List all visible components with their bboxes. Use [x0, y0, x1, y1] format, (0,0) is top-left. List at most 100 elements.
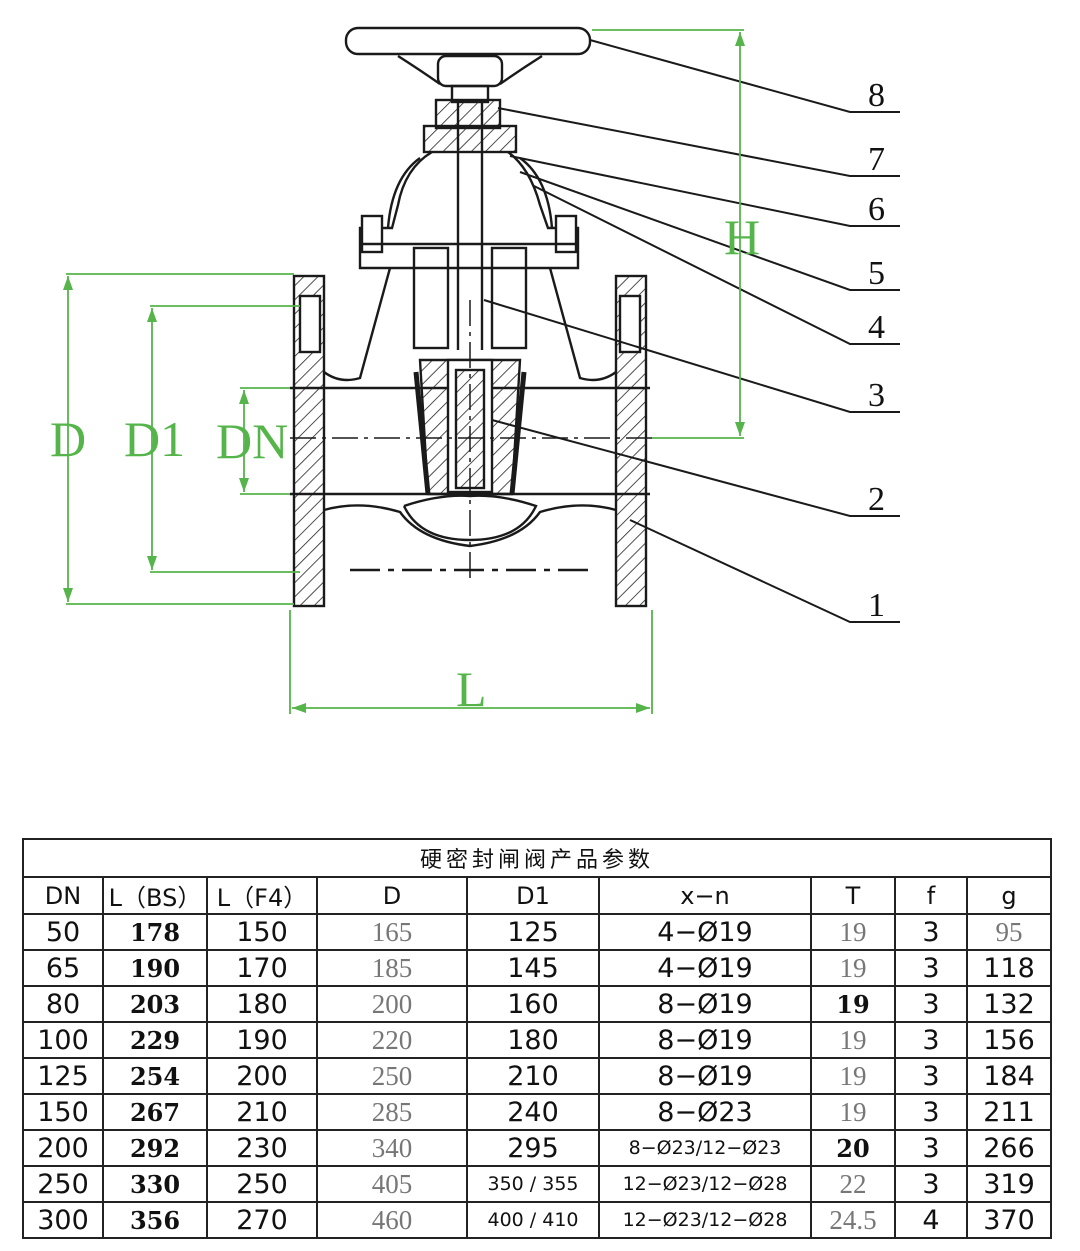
cell-l-bs: 203 — [102, 985, 208, 1023]
cell-g: 184 — [965, 1057, 1053, 1095]
table-row: 65 190 170 185 145 4−Ø19 19 3 118 — [22, 949, 1053, 987]
table-row: 250 330 250 405 350 / 355 12−Ø23/12−Ø28 … — [22, 1165, 1053, 1203]
cell-l-bs: 356 — [102, 1201, 208, 1239]
cell-t: 19 — [810, 913, 896, 951]
cell-g: 266 — [965, 1129, 1053, 1167]
cell-l-f4: 270 — [206, 1201, 318, 1239]
cell-l-f4: 210 — [206, 1093, 318, 1131]
cell-t: 19 — [810, 1093, 896, 1131]
part-number-4: 4 — [868, 309, 885, 346]
dimension-labels: D D1 DN H L — [50, 209, 760, 717]
cell-t: 19 — [810, 1057, 896, 1095]
dimension-lines — [66, 29, 744, 714]
cell-d: 340 — [316, 1129, 468, 1167]
header-x-n: x−n — [598, 876, 812, 915]
cell-d1: 240 — [466, 1093, 600, 1131]
cell-f: 3 — [894, 1021, 968, 1059]
table-row: 150 267 210 285 240 8−Ø23 19 3 211 — [22, 1093, 1053, 1131]
cell-dn: 65 — [22, 949, 104, 987]
cell-x-n: 8−Ø19 — [598, 985, 812, 1023]
header-l-f4: L（F4） — [206, 876, 318, 915]
cell-l-f4: 250 — [206, 1165, 318, 1203]
part-number-6: 6 — [868, 191, 885, 228]
cell-l-f4: 180 — [206, 985, 318, 1023]
cell-l-f4: 190 — [206, 1021, 318, 1059]
cell-x-n: 12−Ø23/12−Ø28 — [598, 1201, 812, 1239]
cell-x-n: 8−Ø23 — [598, 1093, 812, 1131]
header-dn: DN — [22, 876, 104, 915]
cell-l-bs: 178 — [102, 913, 208, 951]
center-lines — [290, 300, 652, 578]
cell-dn: 200 — [22, 1129, 104, 1167]
cell-g: 319 — [965, 1165, 1053, 1203]
cell-g: 132 — [965, 985, 1053, 1023]
part-number-2: 2 — [868, 481, 885, 518]
cell-l-bs: 267 — [102, 1093, 208, 1131]
header-d1: D1 — [466, 876, 600, 915]
cell-x-n: 8−Ø23/12−Ø23 — [598, 1129, 812, 1167]
cell-t: 20 — [810, 1129, 896, 1167]
cell-f: 3 — [894, 985, 968, 1023]
cell-l-f4: 230 — [206, 1129, 318, 1167]
table-row: 200 292 230 340 295 8−Ø23/12−Ø23 20 3 26… — [22, 1129, 1053, 1167]
cell-f: 3 — [894, 1057, 968, 1095]
cell-dn: 250 — [22, 1165, 104, 1203]
cell-d1: 350 / 355 — [466, 1165, 600, 1203]
cell-dn: 50 — [22, 913, 104, 951]
cell-x-n: 8−Ø19 — [598, 1021, 812, 1059]
bonnet-and-stem — [358, 98, 580, 350]
cell-t: 22 — [810, 1165, 896, 1203]
cell-dn: 150 — [22, 1093, 104, 1131]
cell-t: 19 — [810, 949, 896, 987]
header-f: f — [894, 876, 968, 915]
table-row: 50 178 150 165 125 4−Ø19 19 3 95 — [22, 913, 1053, 951]
table-row: 125 254 200 250 210 8−Ø19 19 3 184 — [22, 1057, 1053, 1095]
handwheel — [344, 26, 592, 104]
cell-d: 165 — [316, 913, 468, 951]
table-row: 300 356 270 460 400 / 410 12−Ø23/12−Ø28 … — [22, 1201, 1053, 1239]
cell-f: 3 — [894, 1165, 968, 1203]
table-header-row: DN L（BS） L（F4） D D1 x−n T f g — [22, 876, 1053, 915]
header-g: g — [965, 876, 1053, 915]
cell-dn: 80 — [22, 985, 104, 1023]
header-t: T — [810, 876, 896, 915]
cell-l-bs: 229 — [102, 1021, 208, 1059]
cell-t: 19 — [810, 1021, 896, 1059]
cell-d1: 210 — [466, 1057, 600, 1095]
cell-d: 460 — [316, 1201, 468, 1239]
cell-x-n: 4−Ø19 — [598, 949, 812, 987]
leader-lines — [483, 39, 900, 623]
cell-x-n: 12−Ø23/12−Ø28 — [598, 1165, 812, 1203]
cell-l-f4: 170 — [206, 949, 318, 987]
cell-f: 4 — [894, 1201, 968, 1239]
part-number-1: 1 — [868, 587, 885, 624]
cell-l-bs: 330 — [102, 1165, 208, 1203]
cell-t: 24.5 — [810, 1201, 896, 1239]
part-number-5: 5 — [868, 255, 885, 292]
cell-l-bs: 292 — [102, 1129, 208, 1167]
table-title: 硬密封闸阀产品参数 — [21, 838, 1053, 878]
spec-table: 硬密封闸阀产品参数 DN L（BS） L（F4） D D1 x−n T f g … — [21, 838, 1053, 1239]
dimension-label-dn: DN — [216, 413, 288, 469]
part-number-8: 8 — [868, 77, 885, 114]
cell-d1: 400 / 410 — [466, 1201, 600, 1239]
cell-dn: 300 — [22, 1201, 104, 1239]
cell-g: 118 — [965, 949, 1053, 987]
cell-d1: 125 — [466, 913, 600, 951]
part-number-3: 3 — [868, 377, 885, 414]
cell-x-n: 4−Ø19 — [598, 913, 812, 951]
cell-f: 3 — [894, 1093, 968, 1131]
cell-d: 285 — [316, 1093, 468, 1131]
dimension-label-d: D — [50, 411, 86, 467]
cell-d1: 145 — [466, 949, 600, 987]
dimension-label-l: L — [456, 661, 487, 717]
cell-d: 185 — [316, 949, 468, 987]
cell-l-bs: 254 — [102, 1057, 208, 1095]
valve-body — [290, 267, 650, 608]
dimension-label-d1: D1 — [124, 411, 185, 467]
cell-l-f4: 150 — [206, 913, 318, 951]
header-d: D — [316, 876, 468, 915]
cell-d: 250 — [316, 1057, 468, 1095]
part-numbers: 8 7 6 5 4 3 2 1 — [868, 77, 885, 624]
table-row: 100 229 190 220 180 8−Ø19 19 3 156 — [22, 1021, 1053, 1059]
